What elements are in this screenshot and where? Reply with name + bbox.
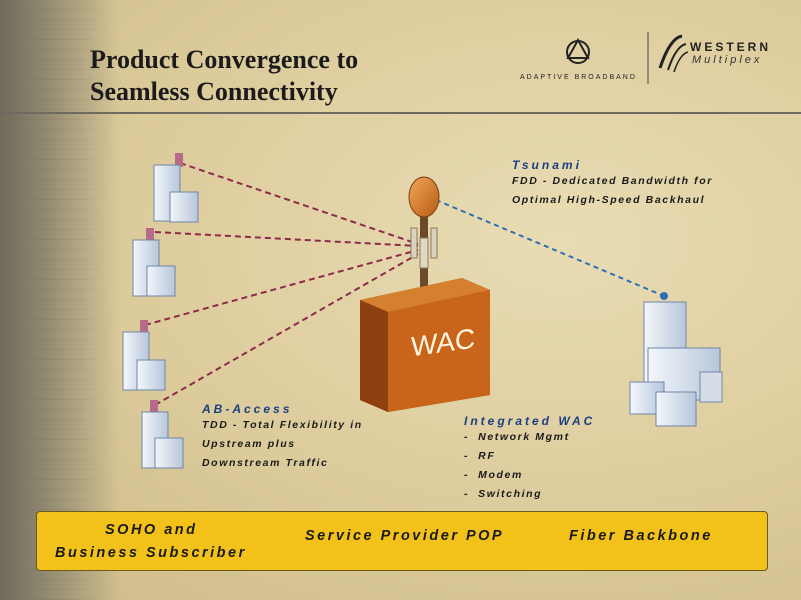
tsunami-heading: Tsunami [512,158,582,172]
link-subscriber-1 [179,162,419,245]
left-shadow-band [0,0,120,600]
integrated-wac-item: - Network Mgmt [464,431,570,443]
adaptive-broadband-logo [566,37,590,64]
subscriber-building-3 [122,320,166,391]
soho-label-line-1: SOHO and [105,522,198,538]
western-multiplex-logo [658,34,689,73]
subscriber-building-2 [132,228,176,297]
pop-tower [410,200,438,290]
link-subscriber-2 [154,231,419,247]
title-line-2: Seamless Connectivity [90,77,338,106]
link-subscriber-4 [154,253,419,406]
ab-access-line-1: TDD - Total Flexibility in [202,419,363,431]
logo-area: ADAPTIVE BROADBAND WESTERN Multiplex [520,28,790,88]
ab-access-heading: AB-Access [202,402,293,416]
integrated-wac-item-text: Switching [478,488,543,500]
pop-label: Service Provider POP [305,528,505,544]
subscriber-links [144,162,419,406]
footer-bar: SOHO and Business Subscriber Service Pro… [36,511,768,571]
fiber-backbone-label: Fiber Backbone [569,528,713,544]
backhaul-dish-icon [408,176,440,218]
integrated-wac-item-text: RF [478,450,496,462]
wac-box [360,278,490,412]
integrated-wac-item: - Switching [464,488,543,500]
subscriber-building-4 [141,400,184,469]
subscriber-building-1 [153,153,199,223]
tsunami-callout: Tsunami FDD - Dedicated Bandwidth for Op… [512,158,713,210]
tsunami-line-1: FDD - Dedicated Bandwidth for [512,175,713,187]
link-subscriber-3 [144,249,419,326]
ab-access-callout: AB-Access TDD - Total Flexibility in Ups… [202,402,363,473]
tsunami-line-2: Optimal High-Speed Backhaul [512,194,706,206]
integrated-wac-callout: Integrated WAC - Network Mgmt - RF - Mod… [464,414,595,504]
title-line-1: Product Convergence to [90,45,359,74]
ab-access-line-3: Downstream Traffic [202,457,329,469]
integrated-wac-heading: Integrated WAC [464,414,596,428]
soho-label-line-2: Business Subscriber [55,545,247,561]
multiplex-text: Multiplex [692,54,763,66]
fiber-backbone-building [629,292,723,427]
integrated-wac-item-text: Network Mgmt [478,431,570,443]
western-text: WESTERN [690,40,771,54]
ab-access-line-2: Upstream plus [202,438,296,450]
integrated-wac-item-text: Modem [478,469,523,481]
adaptive-broadband-text: ADAPTIVE BROADBAND [520,74,637,81]
slide-title: Product Convergence to Seamless Connecti… [90,44,450,108]
integrated-wac-item: - Modem [464,469,523,481]
logo-graphics [566,32,689,84]
title-divider [0,112,801,114]
integrated-wac-item: - RF [464,450,496,462]
